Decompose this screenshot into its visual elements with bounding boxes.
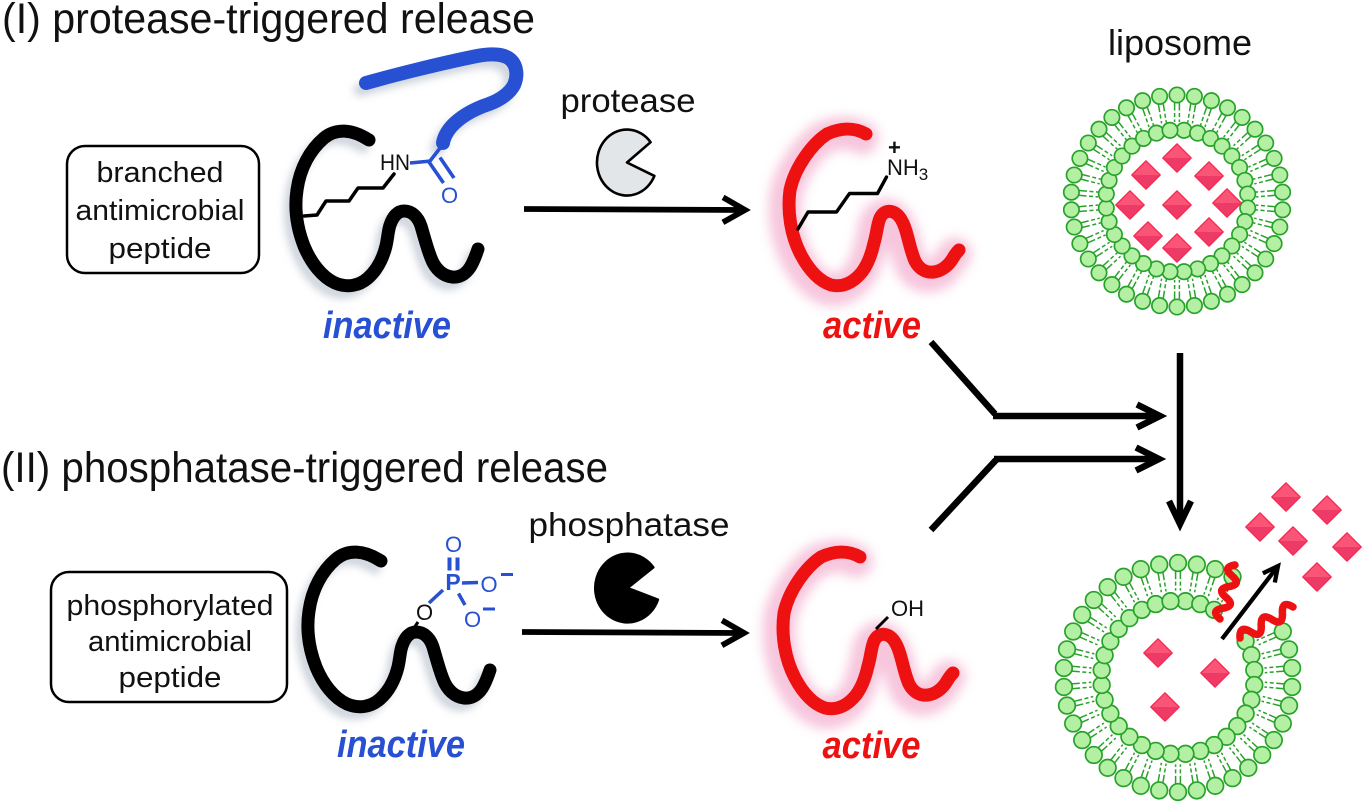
svg-text:antimicrobial: antimicrobial <box>88 626 252 658</box>
svg-text:+: + <box>888 135 901 160</box>
svg-text:peptide: peptide <box>119 662 222 694</box>
svg-text:peptide: peptide <box>109 233 212 265</box>
svg-text:(II) phosphatase-triggered rel: (II) phosphatase-triggered release <box>1 444 608 492</box>
svg-text:inactive: inactive <box>323 305 451 347</box>
svg-text:phosphorylated: phosphorylated <box>67 590 274 622</box>
svg-text:O: O <box>441 183 458 208</box>
svg-text:phosphatase: phosphatase <box>529 506 730 543</box>
svg-text:O: O <box>480 572 497 597</box>
svg-text:O: O <box>416 600 433 625</box>
svg-text:inactive: inactive <box>337 724 465 766</box>
svg-text:branched: branched <box>97 157 224 189</box>
svg-text:O: O <box>464 607 481 632</box>
svg-text:HN: HN <box>380 150 410 175</box>
svg-text:P: P <box>445 569 460 595</box>
svg-text:OH: OH <box>891 596 924 621</box>
svg-text:liposome: liposome <box>1108 22 1252 63</box>
svg-text:(I) protease-triggered release: (I) protease-triggered release <box>2 0 535 43</box>
svg-text:protease: protease <box>561 82 696 119</box>
svg-text:antimicrobial: antimicrobial <box>76 195 245 227</box>
svg-text:active: active <box>823 725 921 767</box>
svg-text:active: active <box>823 305 921 347</box>
svg-text:O: O <box>445 532 462 557</box>
